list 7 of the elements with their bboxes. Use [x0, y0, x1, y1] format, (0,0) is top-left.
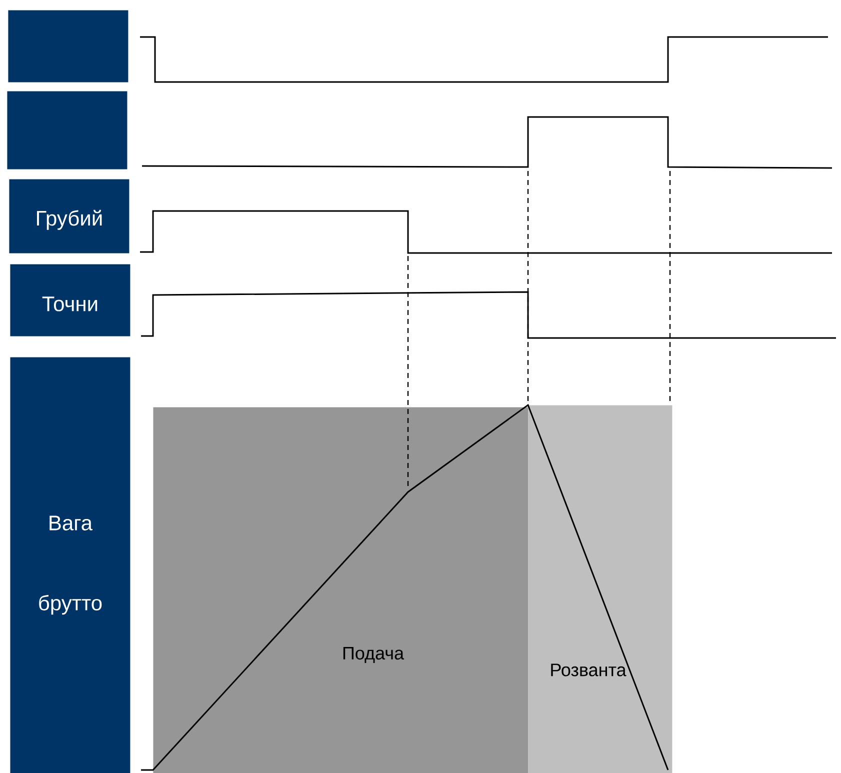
signal-box: [7, 91, 128, 170]
phase-area: Подача: [153, 407, 528, 773]
signal-label-box: Вага брутто: [10, 357, 130, 773]
signal-label-box: Грубий: [9, 179, 130, 254]
signal-box: [8, 10, 128, 82]
phase-area: Розванта: [528, 405, 672, 773]
signal-label-box: Точни: [10, 264, 130, 336]
